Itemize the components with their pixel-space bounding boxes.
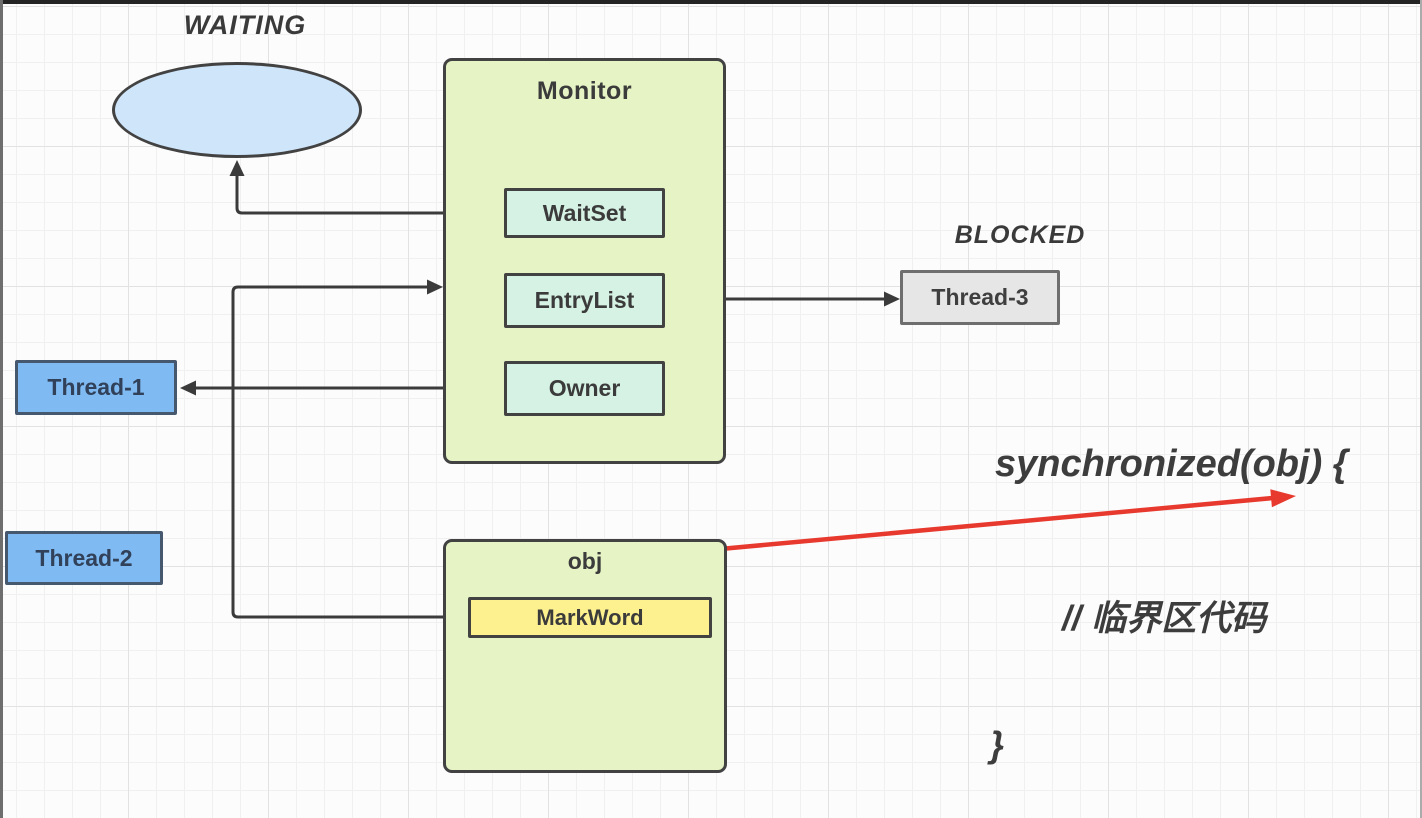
waiting-set-ellipse [112,62,362,158]
arrowhead-waiting [229,160,245,176]
monitor-title: Monitor [536,77,633,105]
arrowhead-monitor [427,279,443,295]
red-arrowhead [1270,489,1296,508]
entrylist-box: EntryList [504,273,665,328]
arrowhead-thread1 [180,380,196,396]
right-frame-edge [1420,0,1422,818]
owner-box: Owner [504,361,665,416]
code-critical-section-comment: // 临界区代码 [1062,599,1267,638]
thread3-box: Thread-3 [900,270,1060,325]
thread2-box: Thread-2 [5,531,163,585]
obj-title: obj [567,548,603,574]
code-synchronized-line: synchronized(obj) { [995,443,1348,485]
waiting-state-label: WAITING [183,10,307,40]
top-frame-edge [0,0,1422,4]
code-closing-brace: } [990,724,1005,765]
thread1-box: Thread-1 [15,360,177,415]
markword-box: MarkWord [468,597,712,638]
obj-box: obj [443,539,727,773]
blocked-state-label: BLOCKED [954,221,1086,249]
arrowhead-thread3 [884,291,900,307]
left-frame-edge [0,0,3,818]
waitset-box: WaitSet [504,188,665,238]
arrow-markword-to-monitor [231,285,470,619]
